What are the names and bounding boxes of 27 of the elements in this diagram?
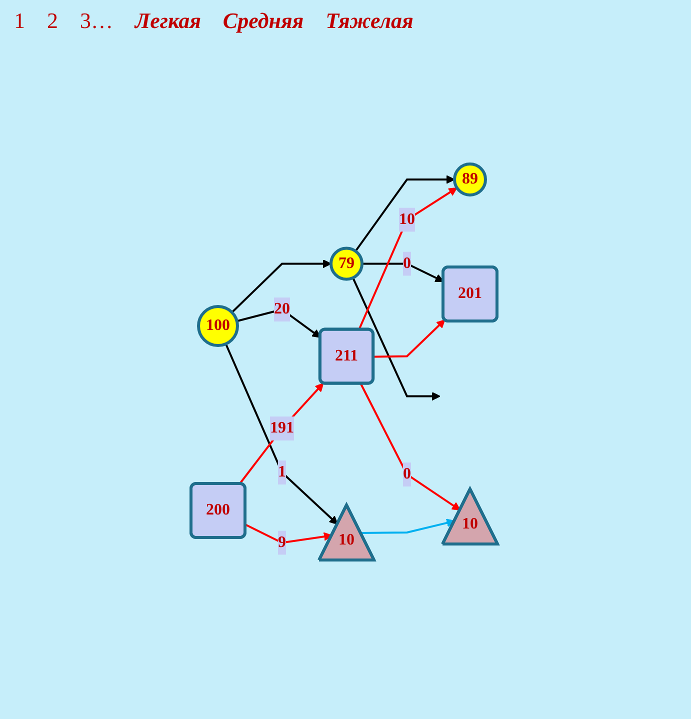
row-label: Средняя bbox=[222, 8, 304, 34]
arrow bbox=[245, 524, 332, 544]
row-label: Тяжелая bbox=[326, 8, 414, 34]
column-number: 2 bbox=[47, 8, 58, 34]
node-circle: 100 bbox=[197, 305, 239, 347]
arrow bbox=[358, 187, 458, 330]
arrow bbox=[360, 383, 461, 511]
arrow bbox=[362, 262, 444, 282]
arrow bbox=[224, 343, 338, 525]
edge-label: 0 bbox=[403, 466, 411, 482]
arrow bbox=[238, 382, 324, 485]
node-circle: 89 bbox=[453, 162, 487, 196]
arrow bbox=[360, 518, 456, 534]
edge-label: 20 bbox=[274, 300, 290, 318]
edge-label: 10 bbox=[399, 210, 415, 228]
edge-label: 1 bbox=[278, 464, 286, 480]
row-label: Легкая bbox=[135, 8, 201, 34]
column-number: 3… bbox=[80, 8, 113, 34]
edge-label: 9 bbox=[278, 534, 286, 551]
column-number: 1 bbox=[14, 8, 25, 34]
edge-label: 0 bbox=[403, 254, 411, 272]
edge-label: 191 bbox=[270, 420, 294, 436]
node-circle: 79 bbox=[330, 246, 364, 281]
arrow bbox=[354, 175, 455, 252]
arrow bbox=[374, 319, 446, 358]
arrow bbox=[352, 277, 440, 401]
arrow bbox=[231, 259, 332, 314]
